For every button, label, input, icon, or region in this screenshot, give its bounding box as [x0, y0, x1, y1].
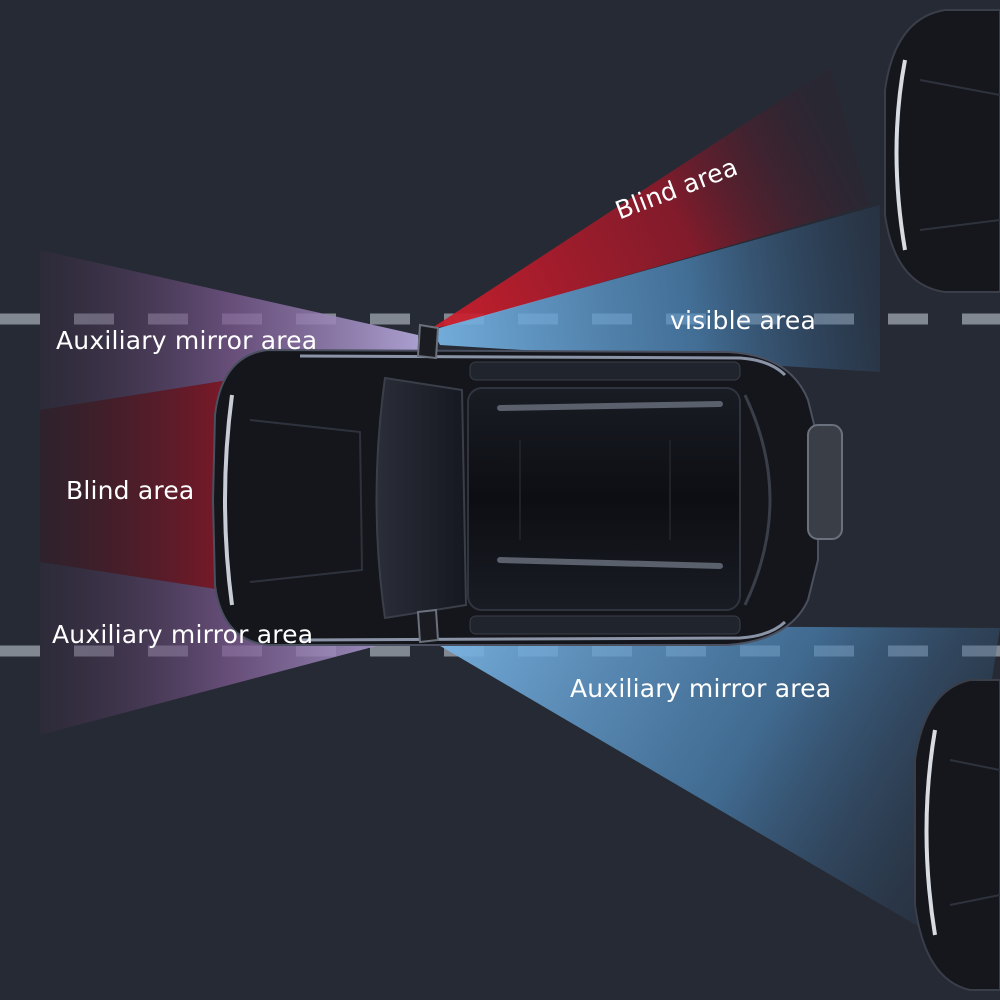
main-car-spare-tire [807, 424, 843, 540]
label-aux-mirror-right-bottom: Auxiliary mirror area [570, 674, 832, 703]
label-aux-mirror-left-top: Auxiliary mirror area [56, 326, 318, 355]
vehicle-right-bottom [914, 679, 1000, 991]
vehicle-right-top-hood-line [919, 79, 1000, 231]
label-aux-mirror-left-bottom: Auxiliary mirror area [52, 620, 314, 649]
vehicle-right-bottom-edge [924, 729, 937, 936]
label-visible-area: visible area [670, 306, 817, 335]
main-car-side-reflection-top [299, 354, 787, 377]
main-car-roof [467, 387, 741, 611]
vehicle-right-top-edge [894, 59, 907, 251]
main-car-roof-rail-top [497, 401, 723, 411]
main-car-rear-window [743, 394, 772, 606]
main-car-headlight-edge [223, 394, 234, 606]
main-car-mirror-right [416, 608, 440, 644]
label-blind-area-left: Blind area [66, 476, 195, 505]
aux-mirror-zone-right-bottom [425, 625, 1000, 945]
main-car-side-reflection-bottom [299, 620, 787, 642]
main-car-hood-line [249, 419, 364, 583]
blind-zone-rear [432, 68, 870, 328]
vehicle-right-bottom-hood-line [949, 759, 1000, 906]
vehicle-right-bottom-body [914, 679, 1000, 991]
vehicle-right-top-body [884, 9, 1000, 293]
aux-mirror-zone-left-top [40, 250, 418, 410]
main-car-roof-rail-bottom [497, 557, 723, 569]
main-car-side-windows-bottom [469, 615, 741, 635]
main-car-side-windows-top [469, 361, 741, 381]
main-car-windshield [375, 376, 468, 620]
main-car [211, 323, 843, 646]
vehicle-right-top [884, 9, 1000, 293]
main-car-mirror-left [416, 323, 440, 360]
visible-zone [432, 205, 880, 372]
aux-mirror-zone-left-bottom [40, 562, 418, 735]
